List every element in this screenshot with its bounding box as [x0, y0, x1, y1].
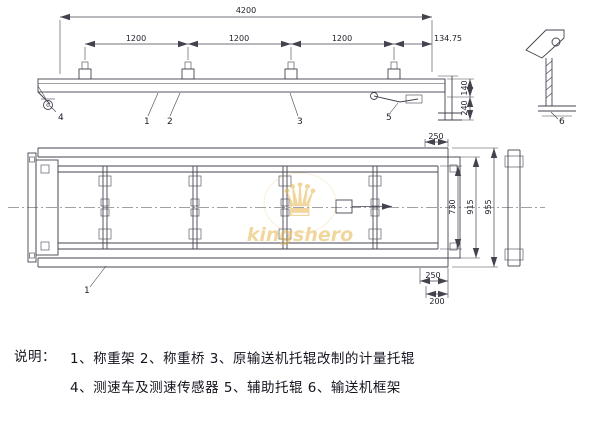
watermark-ring [263, 172, 337, 234]
plan-view: 730 915 955 250 250 200 1 [8, 132, 545, 306]
callout-5: 5 [386, 113, 392, 123]
speed-sensor [335, 199, 392, 214]
dim-1200-c: 1200 [332, 34, 352, 43]
legend-lines: 1、称重架 2、称重桥 3、原输送机托辊改制的计量托辊 4、测速车及测速传感器 … [70, 345, 415, 403]
dim-140: 140 [460, 80, 469, 95]
dim-1200-a: 1200 [126, 34, 146, 43]
callout-6: 6 [559, 117, 565, 127]
dim-240: 240 [460, 100, 469, 115]
dim-overall-length: 4200 [59, 6, 433, 74]
callout-1-plan: 1 [84, 286, 90, 296]
callout-1: 1 [144, 117, 150, 127]
crown-icon: ♛ [279, 173, 320, 227]
dim-250-top: 250 [428, 132, 443, 141]
plan-view-callouts: 1 [84, 265, 107, 296]
dim-1200-b: 1200 [229, 34, 249, 43]
dim-4200: 4200 [236, 6, 256, 15]
legend-line-1: 1、称重架 2、称重桥 3、原输送机托辊改制的计量托辊 [70, 351, 415, 367]
right-support-foot [438, 75, 462, 121]
callout-3: 3 [297, 117, 303, 127]
dim-ends: 250 250 200 [419, 132, 449, 306]
dim-134-75: 134.75 [434, 34, 462, 43]
dim-widths: 730 915 955 [440, 147, 498, 268]
weigh-bridge-beam [37, 78, 446, 93]
dim-heights: 140 240 [447, 78, 474, 121]
auxiliary-idler-lever [370, 92, 423, 104]
idler-brackets [78, 61, 401, 80]
technical-drawing: 4200 1200 1200 1200 134.75 140 240 [8, 6, 576, 306]
watermark: ♛ kingshero [247, 172, 353, 246]
dim-915: 915 [466, 199, 475, 214]
dim-730: 730 [448, 199, 457, 214]
callout-4: 4 [58, 113, 64, 123]
side-elevation-view: 4200 1200 1200 1200 134.75 140 240 [37, 6, 474, 127]
legend: 说明： 1、称重架 2、称重桥 3、原输送机托辊改制的计量托辊 4、测速车及测速… [0, 335, 600, 403]
dim-spans: 1200 1200 1200 134.75 [84, 34, 462, 60]
callout-2: 2 [167, 117, 173, 127]
dim-250-bottom: 250 [425, 271, 440, 280]
legend-line-2: 4、测速车及测速传感器 5、辅助托辊 6、输送机框架 [70, 380, 401, 396]
side-view-callouts: 4 1 2 3 5 [49, 92, 399, 127]
watermark-text: kingshero [247, 224, 353, 246]
speed-wheel-assembly [37, 85, 55, 110]
frame-section-detail: 6 [525, 29, 576, 127]
conveyor-frame-rails [37, 147, 449, 268]
dim-955: 955 [484, 199, 493, 214]
frame-end-bracket [504, 149, 524, 267]
dim-200-bottom: 200 [429, 297, 444, 306]
legend-label: 说明： [14, 349, 56, 365]
